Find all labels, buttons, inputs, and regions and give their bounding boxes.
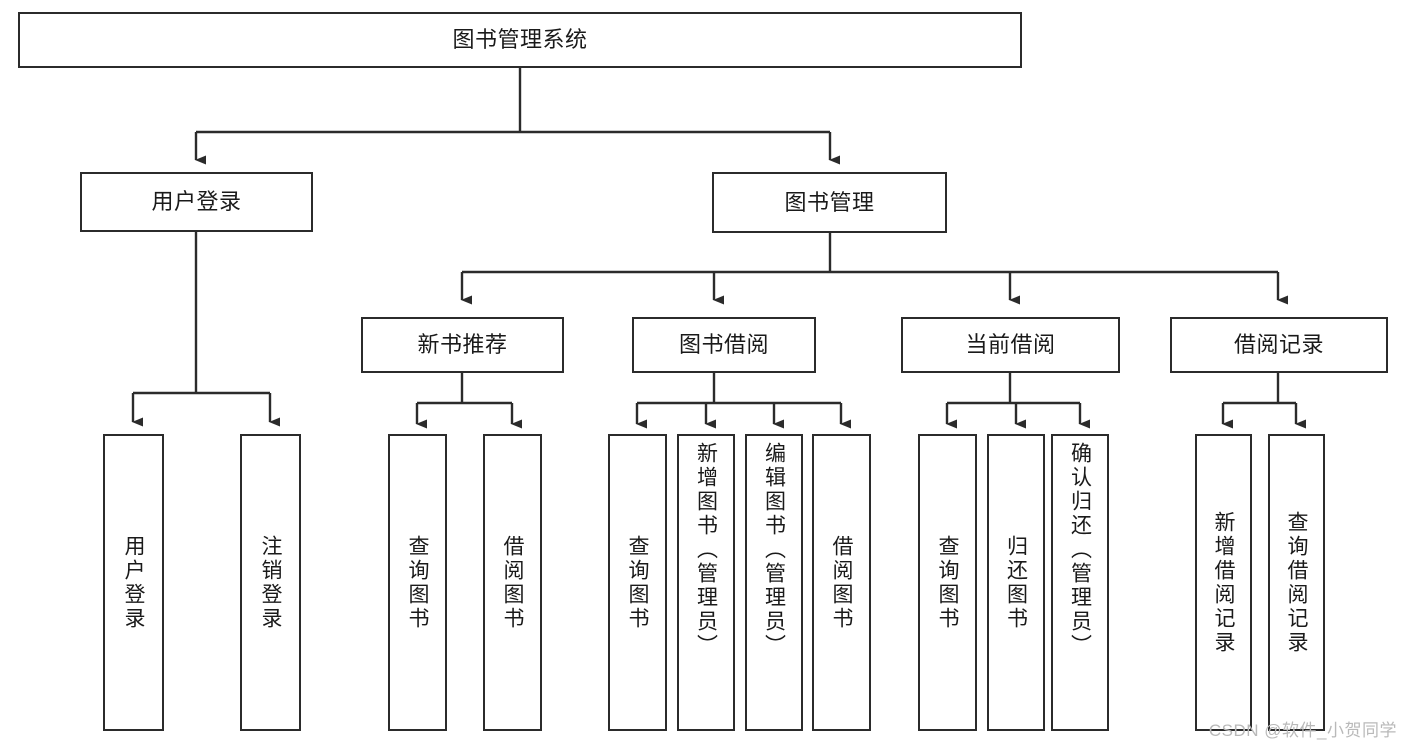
node-label: 注销登录 [259, 534, 282, 631]
leaf-current-return-book[interactable]: 归还图书 [987, 434, 1045, 731]
node-root-system[interactable]: 图书管理系统 [18, 12, 1022, 68]
node-label: 查询图书 [406, 534, 429, 631]
leaf-borrow-edit-book-admin[interactable]: 编辑图书（管理员） [745, 434, 803, 731]
node-label: 借阅图书 [501, 534, 524, 631]
node-label: 编辑图书（管理员） [762, 442, 786, 658]
node-label: 新增借阅记录 [1212, 510, 1235, 655]
node-book-management[interactable]: 图书管理 [712, 172, 947, 233]
leaf-user-logout[interactable]: 注销登录 [240, 434, 301, 731]
node-borrow-record[interactable]: 借阅记录 [1170, 317, 1388, 373]
leaf-borrow-add-book-admin[interactable]: 新增图书（管理员） [677, 434, 735, 731]
node-label: 查询图书 [626, 534, 649, 631]
node-label: 确认归还（管理员） [1068, 442, 1092, 658]
leaf-borrow-borrow-book[interactable]: 借阅图书 [812, 434, 871, 731]
node-label: 借阅图书 [830, 534, 853, 631]
leaf-current-query-book[interactable]: 查询图书 [918, 434, 977, 731]
leaf-current-confirm-return-admin[interactable]: 确认归还（管理员） [1051, 434, 1109, 731]
node-new-book-recommend[interactable]: 新书推荐 [361, 317, 564, 373]
node-label: 归还图书 [1004, 534, 1028, 631]
node-label: 当前借阅 [965, 332, 1056, 358]
node-user-login[interactable]: 用户登录 [80, 172, 313, 232]
node-label: 查询图书 [936, 534, 959, 631]
node-label: 用户登录 [151, 189, 242, 215]
leaf-user-login-do[interactable]: 用户登录 [103, 434, 164, 731]
node-label: 借阅记录 [1233, 332, 1324, 358]
node-current-borrow[interactable]: 当前借阅 [901, 317, 1120, 373]
node-label: 图书借阅 [678, 332, 769, 358]
leaf-record-query-record[interactable]: 查询借阅记录 [1268, 434, 1325, 731]
node-label: 图书管理 [784, 189, 875, 215]
node-label: 新书推荐 [417, 332, 508, 358]
leaf-recommend-borrow-book[interactable]: 借阅图书 [483, 434, 542, 731]
node-label: 新增图书（管理员） [694, 442, 718, 658]
leaf-borrow-query-book[interactable]: 查询图书 [608, 434, 667, 731]
leaf-record-add-record[interactable]: 新增借阅记录 [1195, 434, 1252, 731]
node-label: 图书管理系统 [452, 27, 588, 53]
leaf-recommend-query-book[interactable]: 查询图书 [388, 434, 447, 731]
node-label: 用户登录 [122, 534, 145, 631]
node-book-borrow[interactable]: 图书借阅 [632, 317, 816, 373]
node-label: 查询借阅记录 [1285, 510, 1308, 655]
